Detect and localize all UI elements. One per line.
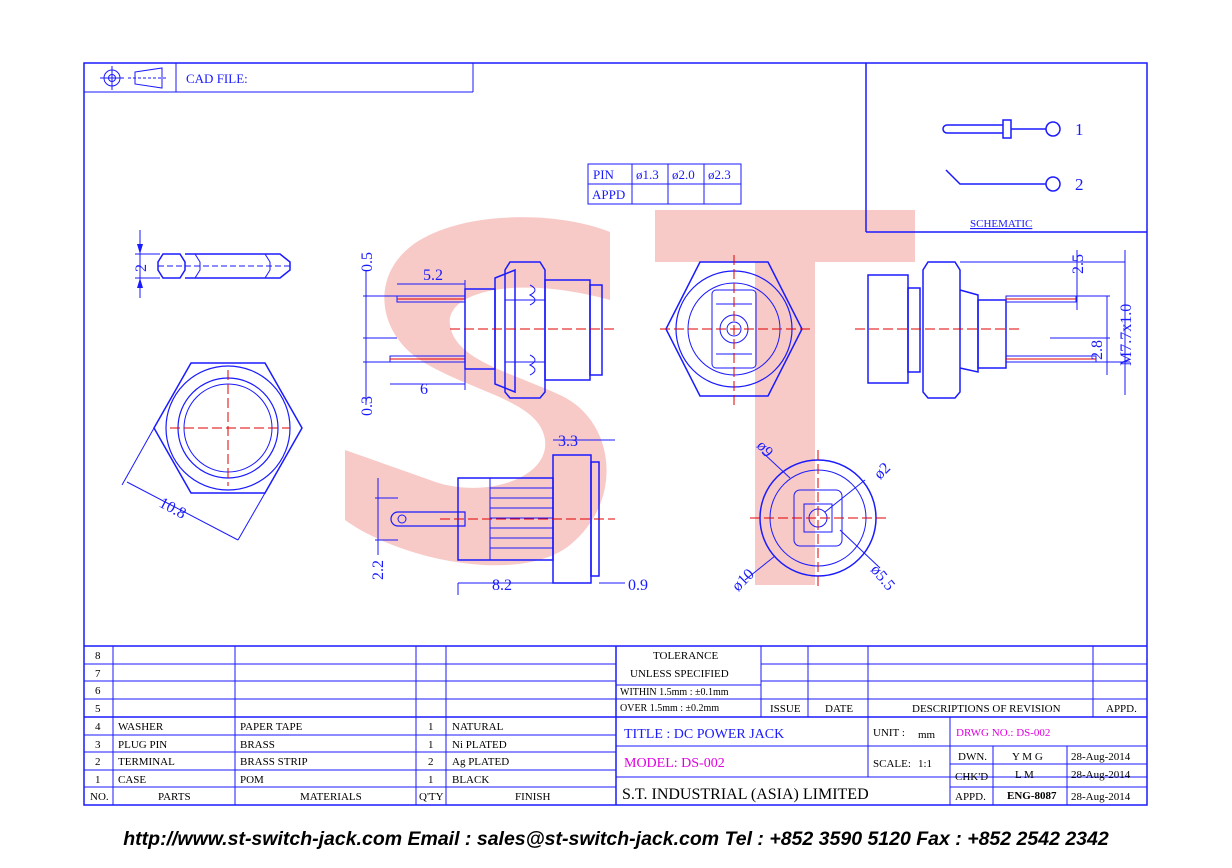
bom-row-qty: 1 [428, 774, 434, 786]
bom-header-qty: Q'TY [419, 791, 444, 803]
unit-label: UNIT : [873, 727, 905, 739]
dwn-value: Y M G [1012, 751, 1043, 763]
scale-label: SCALE: [873, 758, 911, 770]
dwn-label: DWN. [958, 751, 987, 763]
dim-right-2-5: 2.5 [1070, 254, 1087, 274]
bom-row-no: 3 [95, 739, 101, 751]
revision-date: DATE [825, 703, 853, 715]
bom-header-no: NO. [90, 791, 109, 803]
bom-row-8-no: 8 [95, 650, 101, 662]
dim-d2: ø2 [871, 459, 894, 482]
bom-row-material: BRASS STRIP [240, 756, 308, 768]
jack-bottom-view [375, 439, 625, 595]
company-name: S.T. INDUSTRIAL (ASIA) LIMITED [622, 786, 869, 803]
bom-row-part: PLUG PIN [118, 739, 167, 751]
bom-row-part: CASE [118, 774, 146, 786]
bom-row-finish: Ag PLATED [452, 756, 509, 768]
washer-side-view [135, 230, 291, 298]
schematic-pin1-label: 1 [1075, 120, 1084, 139]
dim-body-length: 8.2 [492, 577, 512, 594]
dim-terminal-offset: 2.2 [370, 560, 387, 580]
drwg-no: DRWG NO.: DS-002 [956, 727, 1050, 739]
pin-header-d13: ø1.3 [636, 167, 659, 182]
tolerance-within: WITHIN 1.5mm : ±0.1mm [620, 687, 729, 698]
tolerance-over: OVER 1.5mm : ±0.2mm [620, 703, 719, 714]
chkd-date: 28-Aug-2014 [1071, 769, 1131, 781]
tolerance-unless: UNLESS SPECIFIED [630, 668, 729, 680]
revision-descriptions: DESCRIPTIONS OF REVISION [912, 703, 1061, 715]
jack-right-side-view [855, 250, 1130, 399]
bom-row-qty: 1 [428, 721, 434, 733]
bom-row-part: WASHER [118, 721, 164, 733]
jack-round-front-view [744, 450, 886, 586]
dim-washer-thickness: 2 [133, 264, 150, 272]
dim-d5-5: ø5.5 [867, 562, 898, 594]
dim-flange-thickness: 0.9 [628, 577, 648, 594]
appd-value: ENG-8087 [1007, 790, 1057, 802]
bom-row-6-no: 6 [95, 685, 101, 697]
bom-row-7-no: 7 [95, 668, 101, 680]
dim-flange: 3.3 [558, 433, 578, 450]
scale-value: 1:1 [918, 758, 932, 770]
bom-header-materials: MATERIALS [300, 791, 362, 803]
cad-file-box [84, 63, 474, 93]
revision-issue: ISSUE [770, 703, 801, 715]
chkd-label: CHK'D [955, 771, 988, 783]
bom-grid [84, 645, 1147, 805]
pin-table [587, 163, 742, 205]
bom-row-material: BRASS [240, 739, 275, 751]
dim-pin-length: 5.2 [423, 267, 443, 284]
jack-front-hex-view [660, 255, 810, 405]
pin-header-d23: ø2.3 [708, 167, 731, 182]
pin-appd-label: APPD [592, 187, 625, 202]
dim-right-2-8: 2.8 [1089, 340, 1106, 360]
jack-side-view [363, 261, 615, 405]
dwn-date: 28-Aug-2014 [1071, 751, 1131, 763]
revision-appd: APPD. [1106, 703, 1137, 715]
nut-front-view [121, 362, 303, 541]
bom-row-qty: 1 [428, 739, 434, 751]
bom-row-finish: BLACK [452, 774, 489, 786]
appd-label: APPD. [955, 791, 986, 803]
unit-value: mm [918, 729, 936, 741]
bom-row-5-no: 5 [95, 703, 101, 715]
dim-thread: M7.7x1.0 [1118, 304, 1135, 366]
schematic-box [865, 63, 1147, 233]
dim-pin-offset-top: 0.5 [359, 252, 376, 272]
cad-file-label: CAD FILE: [186, 71, 248, 86]
bom-row-qty: 2 [428, 756, 434, 768]
bom-row-part: TERMINAL [118, 756, 175, 768]
chkd-value: L M [1015, 769, 1034, 781]
tolerance-title: TOLERANCE [653, 650, 718, 662]
schematic-pin2-label: 2 [1075, 175, 1084, 194]
model-text: MODEL: DS-002 [624, 756, 725, 771]
title-text: TITLE : DC POWER JACK [624, 727, 784, 742]
bom-row-finish: NATURAL [452, 721, 504, 733]
appd-date: 28-Aug-2014 [1071, 791, 1131, 803]
dim-pin-offset-bottom: 0.3 [359, 396, 376, 416]
dim-pin-length2: 6 [420, 381, 428, 398]
bom-row-material: POM [240, 774, 264, 786]
bom-header-finish: FINISH [515, 791, 551, 803]
dim-nut-width: 10.8 [156, 495, 189, 523]
schematic-title: SCHEMATIC [970, 218, 1032, 230]
pin-header-d20: ø2.0 [672, 167, 695, 182]
bom-row-finish: Ni PLATED [452, 739, 507, 751]
contact-footer: http://www.st-switch-jack.com Email : sa… [123, 828, 1109, 850]
bom-row-no: 4 [95, 721, 101, 733]
dim-d10: ø10 [729, 566, 758, 595]
bom-header-parts: PARTS [158, 791, 191, 803]
bom-row-no: 2 [95, 756, 101, 768]
bom-row-no: 1 [95, 774, 101, 786]
bom-row-material: PAPER TAPE [240, 721, 303, 733]
pin-header-pin: PIN [593, 167, 615, 182]
